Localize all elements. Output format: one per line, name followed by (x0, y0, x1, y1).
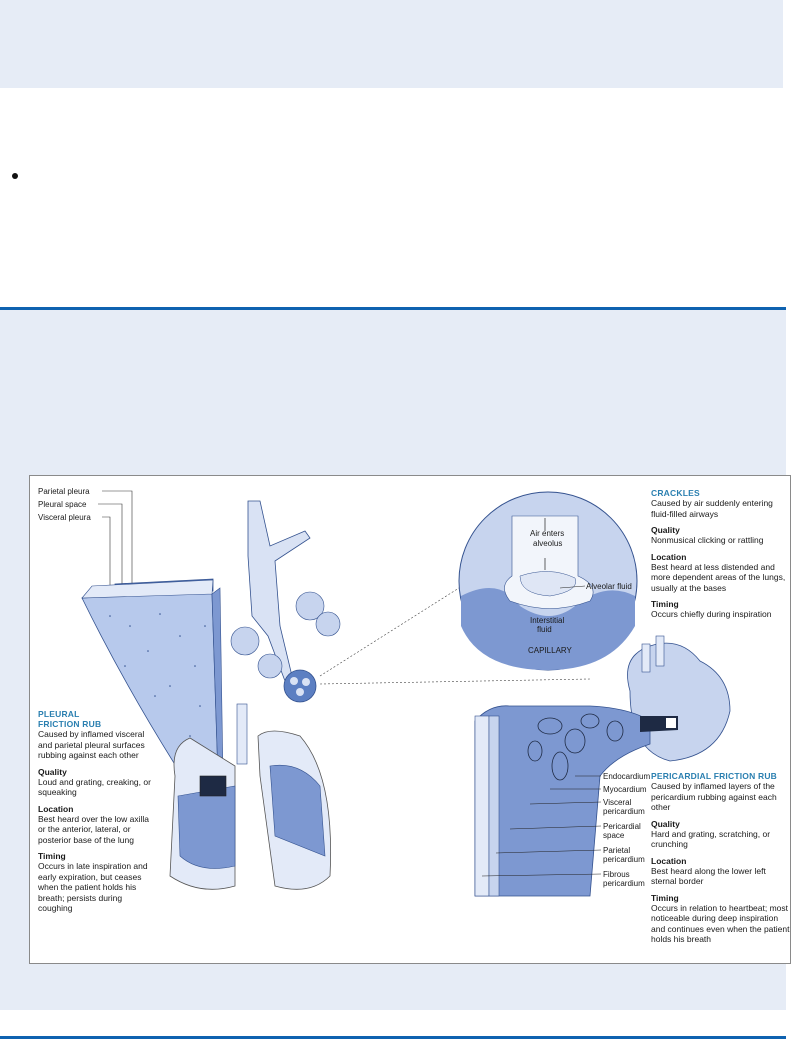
section-divider-bottom (0, 1036, 786, 1039)
alveolus-magnified (458, 491, 638, 671)
section-divider (0, 307, 786, 310)
pleural-title-line1: PLEURAL (38, 709, 80, 719)
pericardial-location: Best heard along the lower left sternal … (651, 865, 766, 887)
lungs-illustration (169, 703, 331, 890)
pericardial-friction-rub-callout: PERICARDIAL FRICTION RUB Caused by infla… (651, 771, 790, 945)
anatomy-illustration: Parietal pleura Pleural space Visceral p… (38, 487, 731, 897)
crackles-desc: Caused by air suddenly entering fluid-fi… (651, 498, 773, 519)
pericardial-desc: Caused by inflamed layers of the pericar… (651, 781, 777, 812)
label-capillary: CAPILLARY (528, 646, 573, 655)
label-pleural-space: Pleural space (38, 500, 87, 509)
crackles-timing-label: Timing (651, 599, 679, 609)
list-bullet (12, 173, 18, 179)
crackles-quality: Nonmusical clicking or rattling (651, 535, 764, 545)
pleural-title-line2: FRICTION RUB (38, 719, 102, 729)
pericardial-timing: Occurs in relation to heartbeat; most no… (651, 902, 790, 945)
label-endocardium: Endocardium (603, 772, 650, 781)
crackles-title: CRACKLES (651, 488, 700, 498)
abnormal-breath-sounds-figure: Parietal pleura Pleural space Visceral p… (29, 475, 791, 964)
pleural-quality-label: Quality (38, 766, 67, 777)
pericardial-quality-label: Quality (651, 818, 680, 829)
label-alveolar-fluid: Alveolar fluid (586, 582, 632, 591)
bronchial-tree-illustration (230, 500, 341, 703)
crackles-callout: CRACKLES Caused by air suddenly entering… (651, 488, 790, 620)
pleural-friction-rub-callout: PLEURAL FRICTION RUB Caused by inflamed … (38, 709, 158, 914)
pericardial-quality: Hard and grating, scratching, or crunchi… (651, 828, 771, 850)
pleural-location: Best heard over the low axilla or the an… (38, 813, 150, 845)
label-parietal-pleura: Parietal pleura (38, 487, 90, 496)
pleural-quality: Loud and grating, creaking, or squeaking (38, 776, 151, 798)
heart-illustration (627, 635, 731, 762)
pericardial-timing-label: Timing (651, 892, 679, 903)
crackles-location: Best heard at less distended and more de… (651, 561, 786, 593)
pericardial-location-label: Location (651, 855, 687, 866)
header-band (0, 0, 783, 88)
crackles-location-label: Location (651, 551, 687, 562)
pericardium-section-illustration (474, 705, 678, 897)
pleural-timing-label: Timing (38, 851, 66, 861)
pleural-location-label: Location (38, 803, 74, 814)
label-myocardium: Myocardium (603, 785, 647, 794)
pleural-timing: Occurs in late inspiration and early exp… (38, 861, 148, 913)
crackles-quality-label: Quality (651, 525, 680, 535)
pleural-desc: Caused by inflamed visceral and parietal… (38, 729, 145, 760)
pericardial-title: PERICARDIAL FRICTION RUB (651, 771, 778, 781)
crackles-timing: Occurs chiefly during inspiration (651, 609, 772, 619)
label-visceral-pleura: Visceral pleura (38, 513, 91, 522)
